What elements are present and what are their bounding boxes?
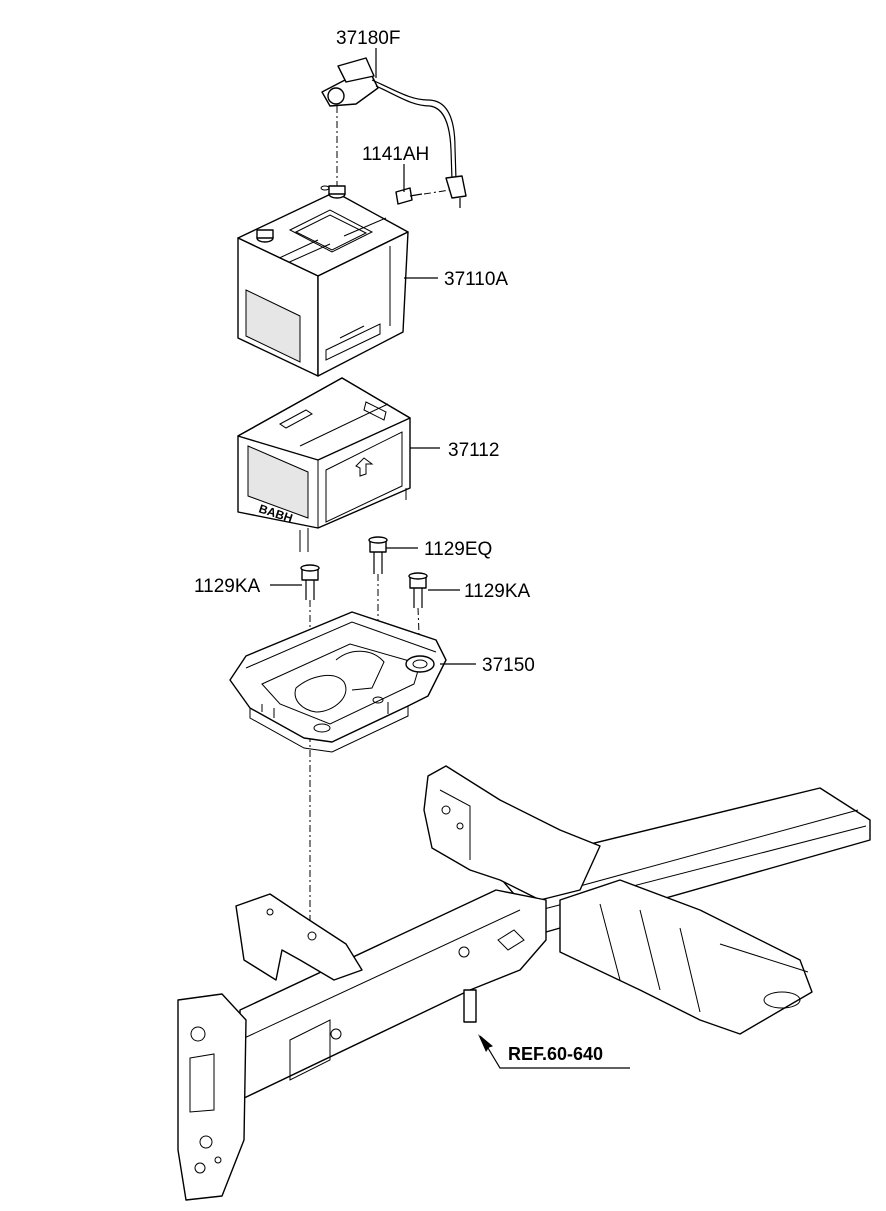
reference-arrow (478, 1034, 630, 1069)
label-reference: REF.60-640 (508, 1044, 603, 1064)
battery-cable-37180f (321, 57, 467, 208)
label-cable: 37180F (336, 28, 400, 49)
bolt-1129ka-right (408, 572, 428, 608)
battery-tray-37150 (229, 611, 447, 753)
bolt-1129eq-center (368, 536, 388, 574)
bolt-1129ka-left (300, 564, 320, 600)
battery-37110a (237, 185, 409, 377)
label-tray: 37150 (482, 655, 535, 676)
bolt-1141ah (395, 187, 451, 205)
label-bolt-right: 1129KA (464, 581, 531, 602)
label-bolt-left: 1129KA (194, 576, 261, 597)
leader-lines (270, 48, 476, 665)
label-bolt-center: 1129EQ (424, 539, 492, 560)
insulation-pad-37112: BABH (237, 377, 411, 552)
label-battery: 37110A (444, 269, 508, 290)
label-insulation-pad: 37112 (448, 440, 499, 461)
vehicle-body-frame (177, 765, 871, 1201)
label-bolt-small: 1141AH (362, 144, 429, 165)
